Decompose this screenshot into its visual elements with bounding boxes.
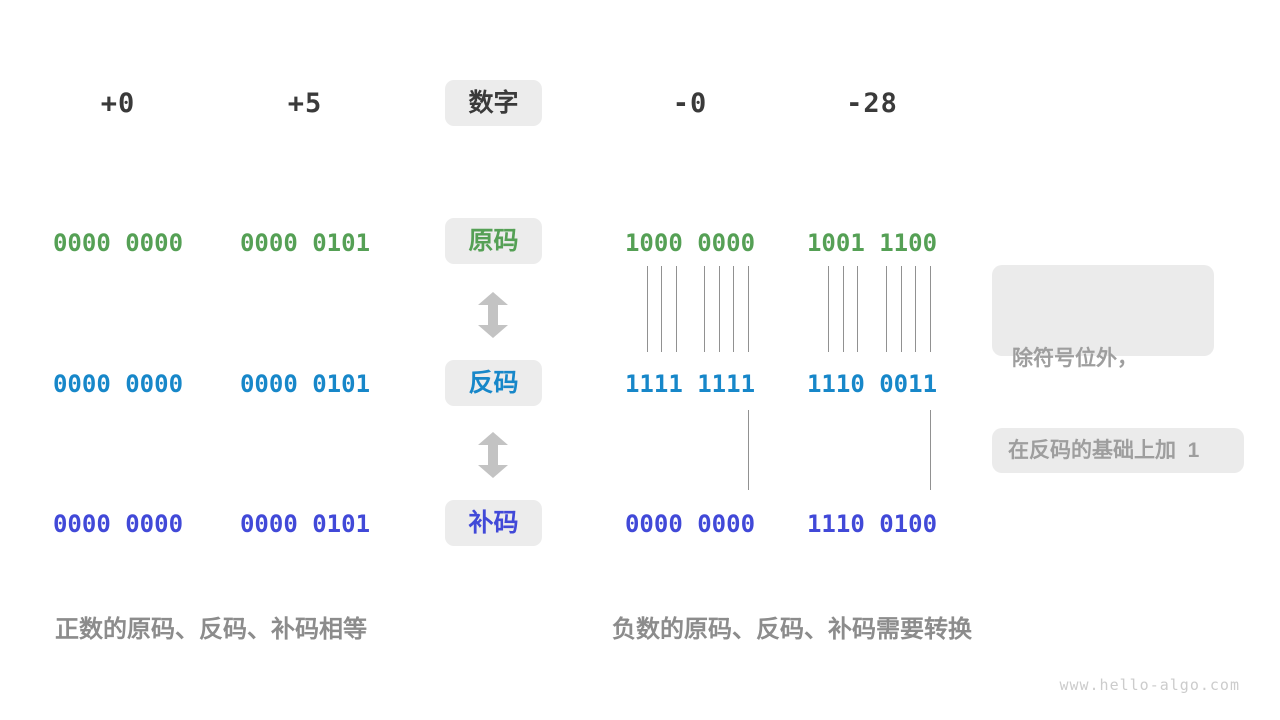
header-number-plus-5: +5 [287, 88, 323, 119]
bit-connector-line [857, 266, 858, 352]
bit-connector-line [915, 266, 916, 352]
sign-magnitude-minus-0: 1000 0000 [624, 229, 756, 257]
add-one-annotation-text: 在反码的基础上加 1 [1008, 439, 1200, 462]
sign-magnitude-minus-28: 1001 1100 [806, 229, 938, 257]
positive-numbers-caption: 正数的原码、反码、补码相等 [55, 616, 367, 643]
bit-connector-line [843, 266, 844, 352]
bit-connector-line [676, 266, 677, 352]
ones-complement-minus-0: 1111 1111 [624, 370, 756, 398]
ones-complement-plus-5: 0000 0101 [239, 370, 371, 398]
header-number-minus-28: -28 [846, 88, 898, 119]
bit-connector-line [930, 410, 931, 490]
bit-connector-line [901, 266, 902, 352]
bit-connector-line [930, 266, 931, 352]
ones-complement-minus-28: 1110 0011 [806, 370, 938, 398]
twos-complement-minus-28: 1110 0100 [806, 510, 938, 538]
header-number-plus-0: +0 [100, 88, 136, 119]
twos-complement-label-chip: 补码 [445, 500, 542, 546]
bit-connector-line [828, 266, 829, 352]
up-down-arrow-icon [478, 432, 508, 478]
add-one-annotation: 在反码的基础上加 1 [992, 428, 1244, 473]
numbers-label-chip: 数字 [445, 80, 542, 126]
invert-bits-annotation-line1: 除符号位外， [1012, 347, 1138, 370]
bit-connector-line [647, 266, 648, 352]
sign-magnitude-label-chip: 原码 [445, 218, 542, 264]
bit-connector-line [748, 410, 749, 490]
header-number-minus-0: -0 [672, 88, 708, 119]
bit-connector-line [886, 266, 887, 352]
bit-connector-line [748, 266, 749, 352]
invert-bits-annotation: 除符号位外， 对其余所有位取反 [992, 265, 1214, 466]
bit-connector-line [719, 266, 720, 352]
ones-complement-label-chip: 反码 [445, 360, 542, 406]
twos-complement-minus-0: 0000 0000 [624, 510, 756, 538]
site-watermark: www.hello-algo.com [1059, 676, 1240, 694]
sign-magnitude-plus-0: 0000 0000 [52, 229, 184, 257]
twos-complement-plus-0: 0000 0000 [52, 510, 184, 538]
twos-complement-plus-5: 0000 0101 [239, 510, 371, 538]
ones-complement-plus-0: 0000 0000 [52, 370, 184, 398]
up-down-arrow-icon [478, 292, 508, 338]
negative-numbers-caption: 负数的原码、反码、补码需要转换 [612, 616, 972, 643]
bit-connector-line [704, 266, 705, 352]
bit-connector-line [733, 266, 734, 352]
bit-connector-line [661, 266, 662, 352]
sign-magnitude-plus-5: 0000 0101 [239, 229, 371, 257]
